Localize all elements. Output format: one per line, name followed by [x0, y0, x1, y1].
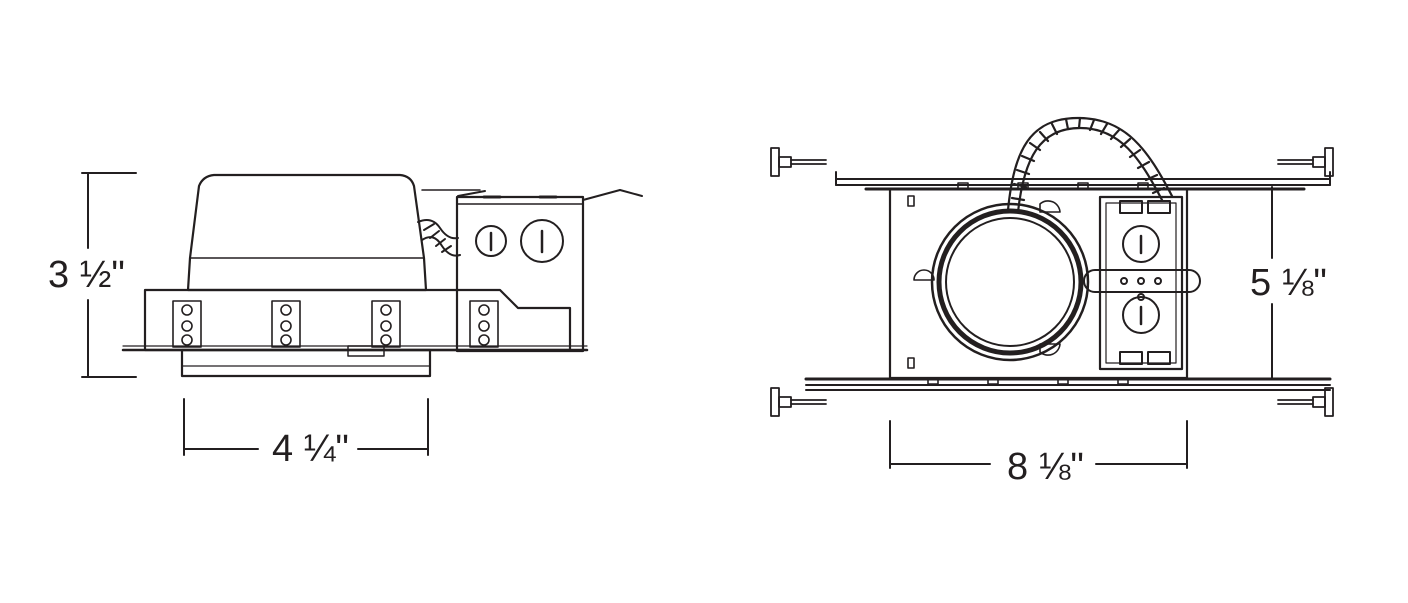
junction-box-side: [455, 189, 643, 353]
side-height-label: 3 ½": [48, 254, 125, 296]
top-view: [770, 116, 1334, 469]
hanger-nails: [770, 147, 1334, 417]
housing-dome: [186, 173, 428, 292]
junction-box-top: [1083, 195, 1201, 371]
side-width-label: 4 ¼": [272, 428, 349, 470]
aperture-rings: [930, 202, 1090, 362]
screw-tabs-side: [172, 300, 499, 348]
side-height-dimension-line: [81, 172, 137, 378]
upper-hanger-bar: [835, 171, 1331, 191]
top-width-dimension-line: [889, 420, 1188, 469]
side-width-dimension-line: [183, 398, 429, 456]
flex-cable: [417, 219, 461, 257]
top-width-label: 8 ⅛": [1007, 446, 1084, 488]
twisted-cable: [1006, 116, 1174, 214]
top-height-label: 5 ⅛": [1250, 262, 1327, 304]
mounting-plate-top: [888, 187, 1189, 380]
side-view: [81, 172, 643, 456]
trim-ring-side: [180, 345, 432, 378]
